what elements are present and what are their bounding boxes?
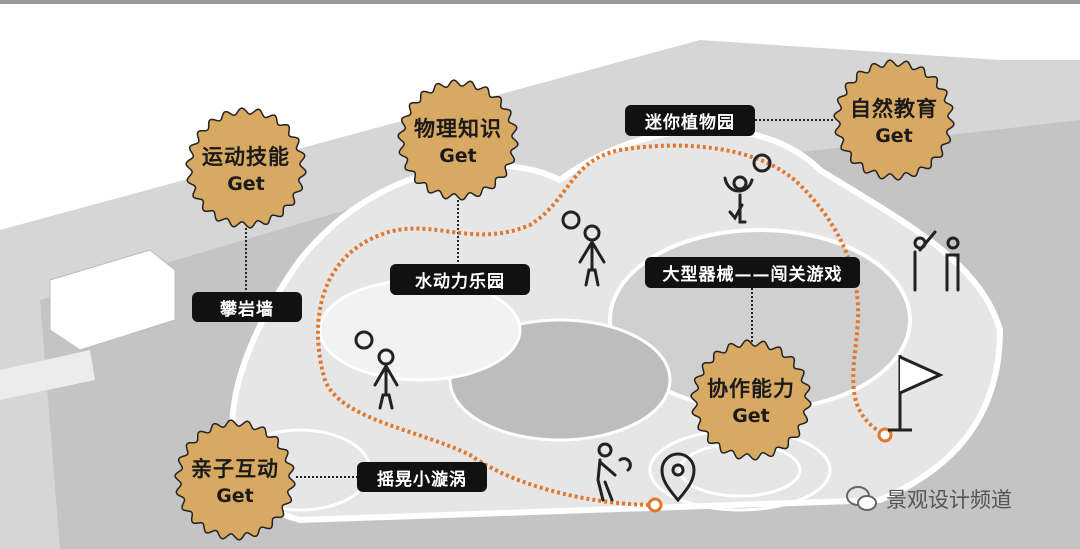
badge-nature-education: 自然教育 Get [832,58,956,182]
badge-physics-knowledge: 物理知识 Get [396,78,520,202]
badge-get: Get [227,173,265,195]
label-climbing-wall: 攀岩墙 [192,292,302,322]
badge-get: Get [875,125,913,147]
badge-title: 物理知识 [414,117,502,141]
connector-lines [245,119,834,478]
badge-title: 协作能力 [707,377,795,401]
label-swing-vortex: 摇晃小漩涡 [357,462,487,492]
badge-title: 运动技能 [202,145,290,169]
label-large-equipment: 大型器械——闯关游戏 [645,257,860,288]
badge-seal-shape [397,79,519,201]
label-mini-garden: 迷你植物园 [625,105,755,136]
badge-get: Get [216,485,254,507]
label-water-park: 水动力乐园 [390,264,530,295]
badge-seal-shape [690,339,812,461]
badge-seal-shape [174,419,296,541]
badge-seal-shape [185,107,307,229]
watermark-text: 景观设计频道 [886,488,1012,512]
flag-icon [888,355,944,432]
wechat-icon [846,486,877,511]
location-pin-icon [660,452,696,503]
watermark: 景观设计频道 [846,484,1012,514]
badge-get: Get [439,145,477,167]
badge-title: 自然教育 [850,97,938,121]
child-figures-icons [354,153,960,502]
badge-get: Get [732,405,770,427]
badge-parent-child: 亲子互动 Get [173,418,297,542]
badge-seal-shape [833,59,955,181]
badge-sports-skills: 运动技能 Get [184,106,308,230]
badge-cooperation: 协作能力 Get [689,338,813,462]
top-border [0,0,1080,4]
badge-title: 亲子互动 [191,457,279,481]
